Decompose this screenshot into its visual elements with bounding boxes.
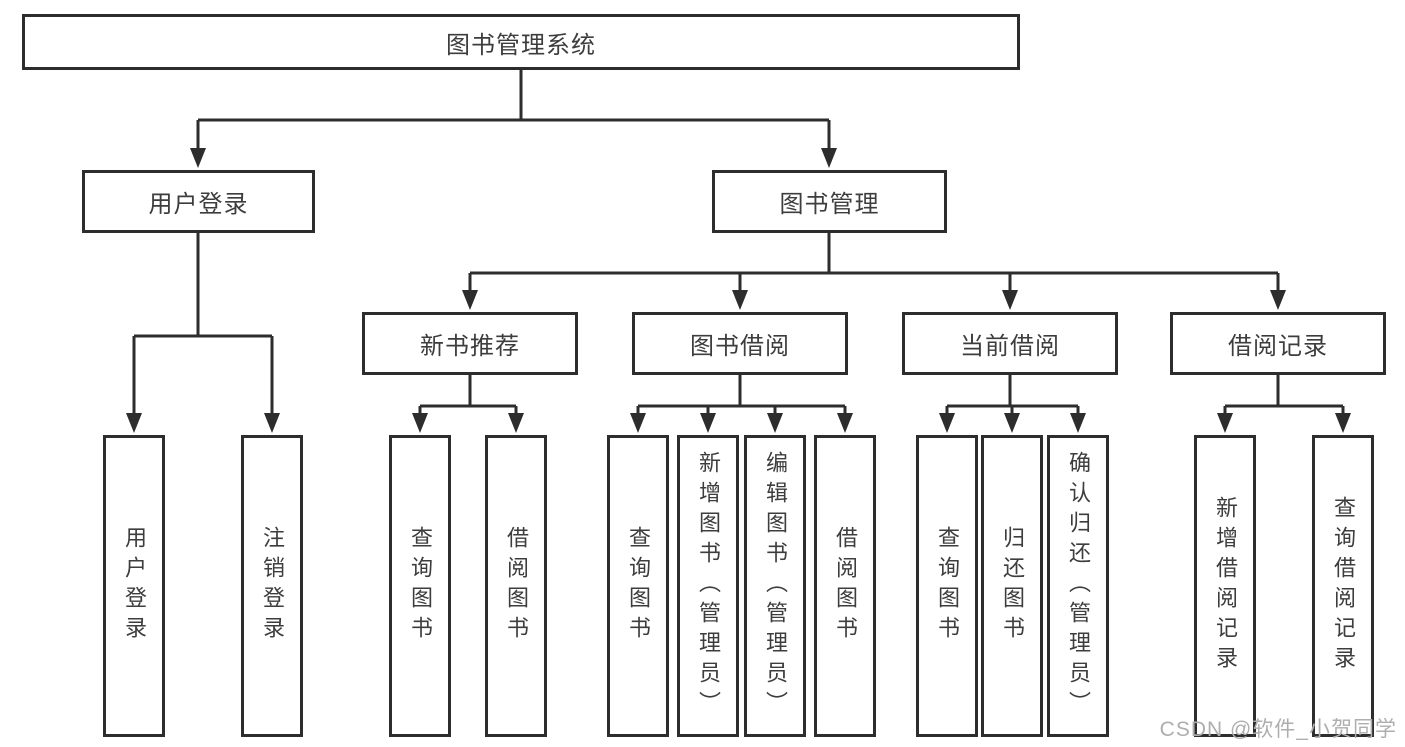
leaf-borrow-books-2: 借阅图书: [814, 435, 876, 737]
leaf-logout: 注销登录: [241, 435, 303, 737]
node-current-borrow: 当前借阅: [902, 312, 1118, 375]
leaf-borrow-books-2-label: 借阅图书: [833, 526, 858, 646]
leaf-user-login: 用户登录: [103, 435, 165, 737]
node-new-book-recommend-label: 新书推荐: [420, 333, 520, 360]
leaf-borrow-books-1-label: 借阅图书: [504, 526, 529, 646]
leaf-add-books-admin: 新增图书（管理员）: [677, 435, 739, 737]
node-book-borrow-label: 图书借阅: [690, 333, 790, 360]
leaf-return-books-label: 归还图书: [1000, 526, 1025, 646]
leaf-edit-books-admin: 编辑图书（管理员）: [744, 435, 806, 737]
leaf-query-books-2-label: 查询图书: [626, 526, 651, 646]
leaf-add-borrow-record: 新增借阅记录: [1194, 435, 1256, 737]
node-borrow-records: 借阅记录: [1170, 312, 1386, 375]
node-book-management: 图书管理: [712, 170, 947, 233]
node-book-borrow: 图书借阅: [632, 312, 848, 375]
leaf-query-borrow-record-label: 查询借阅记录: [1331, 496, 1356, 676]
leaf-query-borrow-record: 查询借阅记录: [1312, 435, 1374, 737]
node-current-borrow-label: 当前借阅: [960, 333, 1060, 360]
leaf-logout-label: 注销登录: [260, 526, 285, 646]
leaf-confirm-return-admin: 确认归还（管理员）: [1047, 435, 1109, 737]
node-borrow-records-label: 借阅记录: [1228, 333, 1328, 360]
leaf-borrow-books-1: 借阅图书: [485, 435, 547, 737]
leaf-user-login-label: 用户登录: [122, 526, 147, 646]
leaf-confirm-return-admin-label: 确认归还（管理员）: [1066, 451, 1091, 721]
leaf-return-books: 归还图书: [981, 435, 1043, 737]
node-root: 图书管理系统: [22, 14, 1020, 70]
node-new-book-recommend: 新书推荐: [362, 312, 578, 375]
leaf-query-books-1: 查询图书: [389, 435, 451, 737]
node-book-management-label: 图书管理: [779, 191, 880, 218]
leaf-add-borrow-record-label: 新增借阅记录: [1213, 496, 1238, 676]
leaf-query-books-2: 查询图书: [607, 435, 669, 737]
node-user-login-label: 用户登录: [148, 191, 249, 218]
leaf-query-books-3: 查询图书: [916, 435, 978, 737]
node-user-login: 用户登录: [82, 170, 315, 233]
leaf-query-books-3-label: 查询图书: [935, 526, 960, 646]
csdn-watermark: CSDN @软件_小贺同学: [1159, 718, 1397, 741]
leaf-add-books-admin-label: 新增图书（管理员）: [696, 451, 721, 721]
leaf-query-books-1-label: 查询图书: [408, 526, 433, 646]
leaf-edit-books-admin-label: 编辑图书（管理员）: [763, 451, 788, 721]
node-root-label: 图书管理系统: [446, 31, 596, 59]
